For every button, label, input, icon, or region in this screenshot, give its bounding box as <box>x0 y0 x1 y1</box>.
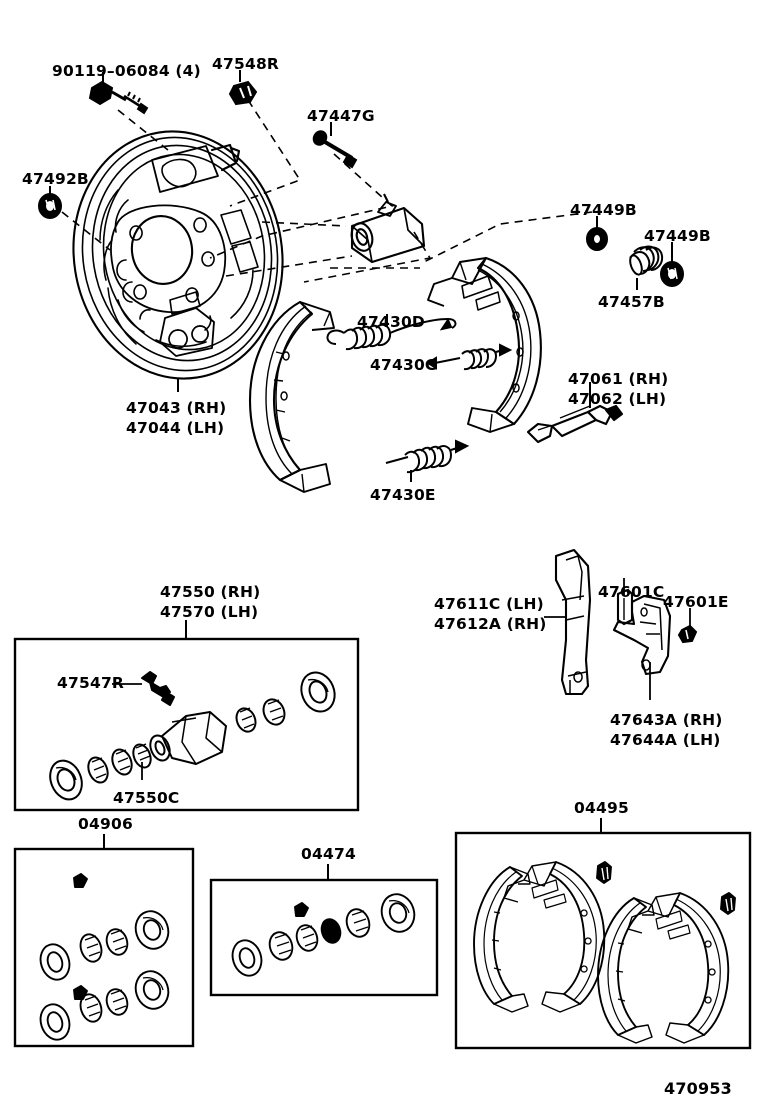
hardware-47457B-spring <box>629 245 664 276</box>
label-47611C-lh: 47611C (LH) <box>434 595 544 613</box>
spring-47430D-illustration <box>326 317 457 351</box>
label-90119-06084: 90119–06084 (4) <box>52 62 201 80</box>
kit-04906-contents <box>39 873 170 1041</box>
label-47044-lh: 47044 (LH) <box>126 419 225 437</box>
adjuster-strut-illustration <box>526 404 624 444</box>
label-47644A-lh: 47644A (LH) <box>610 731 721 749</box>
kit-04495-box <box>454 831 752 1050</box>
clip-47601E-illustration <box>677 624 698 644</box>
label-47430G: 47430G <box>370 356 438 374</box>
hardware-47449B-pin-right <box>660 261 684 287</box>
label-04906: 04906 <box>78 815 133 833</box>
label-tick-leaders <box>49 70 673 482</box>
label-47601E: 47601E <box>663 593 729 611</box>
wheel-cylinder-exploded-illustration <box>49 671 336 801</box>
spring-47430G-illustration <box>426 343 513 371</box>
backing-plate-illustration <box>72 130 284 380</box>
assembly-leader-lines <box>61 99 593 283</box>
hardware-90119-bolt <box>88 80 149 115</box>
label-47570-lh: 47570 (LH) <box>160 603 259 621</box>
wheel-cylinder-top-illustration <box>350 193 426 264</box>
diagram-code-footer: 470953 <box>664 1079 732 1098</box>
kit-04474-contents <box>231 893 416 977</box>
hardware-47548R-clip <box>228 80 258 106</box>
label-47447G: 47447G <box>307 107 375 125</box>
hardware-47449B-pin-left <box>586 227 608 251</box>
parking-brake-lever-illustration <box>554 548 592 696</box>
strut-47643A-illustration <box>612 594 672 676</box>
kit-04474-box <box>209 878 439 997</box>
label-47612A-rh: 47612A (RH) <box>434 615 547 633</box>
label-47449B-right: 47449B <box>644 227 711 245</box>
label-47061-rh: 47061 (RH) <box>568 370 669 388</box>
hardware-47447G-bolt <box>312 130 358 169</box>
wheel-cylinder-inner-leaders <box>112 683 143 780</box>
spring-47430E-illustration <box>385 439 470 474</box>
label-47062-lh: 47062 (LH) <box>568 390 667 408</box>
label-47547R: 47547R <box>57 674 125 692</box>
label-47548R: 47548R <box>212 55 280 73</box>
label-04474: 04474 <box>301 845 356 863</box>
kit-04495-contents <box>473 861 736 1044</box>
label-47492B: 47492B <box>22 170 89 188</box>
label-47430E: 47430E <box>370 486 436 504</box>
label-47043-rh: 47043 (RH) <box>126 399 227 417</box>
brake-shoe-right-illustration <box>427 256 542 433</box>
label-04495: 04495 <box>574 799 629 817</box>
wheel-cylinder-panel-box <box>13 637 360 812</box>
parking-brake-leader-lines <box>544 578 691 700</box>
label-47601C: 47601C <box>598 583 665 601</box>
label-47449B-left: 47449B <box>570 201 637 219</box>
label-47643A-rh: 47643A (RH) <box>610 711 723 729</box>
label-47550C: 47550C <box>113 789 180 807</box>
label-47457B: 47457B <box>598 293 665 311</box>
label-47550-rh: 47550 (RH) <box>160 583 261 601</box>
hardware-47492B-plug <box>38 193 62 219</box>
brake-shoe-left-illustration <box>248 300 335 493</box>
label-47430D: 47430D <box>357 313 425 331</box>
